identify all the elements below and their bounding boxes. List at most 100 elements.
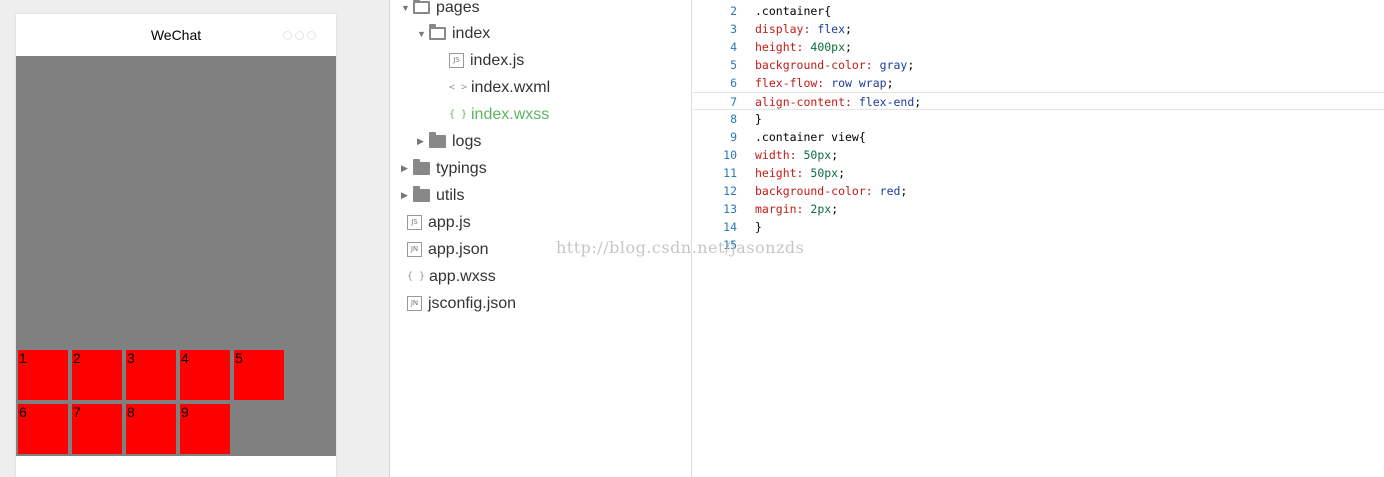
code-text: .container{	[755, 2, 831, 20]
folder-open-icon	[413, 0, 430, 14]
tree-folder-index[interactable]: ▼ index	[417, 20, 490, 47]
code-line[interactable]: 14}	[693, 218, 1384, 236]
code-text: display: flex;	[755, 22, 852, 36]
line-number: 15	[723, 238, 737, 252]
css-value: flex-end	[858, 95, 915, 109]
css-value: 50px	[803, 148, 832, 162]
line-number: 2	[730, 4, 737, 18]
line-number: 3	[730, 22, 737, 36]
folder-icon	[413, 159, 430, 175]
tree-file-index-wxml[interactable]: < >index.wxml	[449, 74, 550, 101]
tree-item-label: app.wxss	[429, 267, 496, 285]
flex-item-box: 5	[234, 350, 284, 400]
code-text: background-color: red;	[755, 184, 908, 198]
tree-item-label: app.json	[428, 240, 489, 258]
line-number: 4	[730, 40, 737, 54]
css-value: flex	[817, 22, 846, 36]
caret-right-icon[interactable]: ▶	[401, 190, 408, 200]
code-line[interactable]: 8}	[693, 110, 1384, 128]
tree-file-app-js[interactable]: JS app.js	[407, 209, 471, 236]
css-property: width:	[755, 148, 797, 162]
flex-item-box: 1	[18, 350, 68, 400]
code-text: }	[755, 110, 762, 128]
code-file-icon: < >	[449, 82, 468, 93]
code-line[interactable]: 15	[693, 236, 1384, 254]
css-property: background-color:	[755, 58, 873, 72]
code-text: height: 50px;	[755, 166, 846, 180]
tree-item-label: index	[452, 24, 491, 42]
tree-folder-typings[interactable]: ▶ typings	[401, 155, 487, 182]
css-value: red	[879, 184, 901, 198]
capsule-menu-button[interactable]	[283, 31, 316, 40]
css-property: height:	[755, 40, 804, 54]
code-line[interactable]: 13 margin: 2px;	[693, 200, 1384, 218]
folder-open-icon	[429, 24, 446, 40]
tree-item-label: app.js	[428, 213, 471, 231]
style-file-icon: { }	[407, 271, 426, 282]
css-property: flex-flow:	[755, 76, 825, 90]
caret-right-icon[interactable]: ▶	[401, 163, 408, 173]
tree-item-label: pages	[436, 0, 480, 16]
code-line[interactable]: 2 .container{	[693, 2, 1384, 20]
tree-folder-utils[interactable]: ▶ utils	[401, 182, 464, 209]
line-number: 5	[730, 58, 737, 72]
tree-file-index-wxss[interactable]: { }index.wxss	[449, 101, 549, 128]
line-number: 8	[730, 112, 737, 126]
tree-folder-pages[interactable]: ▼ pages	[401, 0, 480, 21]
tree-item-label: utils	[436, 186, 465, 204]
flex-item-box: 3	[126, 350, 176, 400]
css-value: gray	[879, 58, 908, 72]
code-line[interactable]: 3 display: flex;	[693, 20, 1384, 38]
watermark: http://blog.csdn.net/jasonzds	[556, 238, 805, 257]
flex-item-box: 9	[180, 404, 230, 454]
tree-item-label: index.js	[470, 51, 525, 69]
code-editor[interactable]: 2 .container{ 3 display: flex; 4 height: 400p…	[693, 0, 1384, 477]
css-property: align-content:	[755, 95, 852, 109]
tree-item-label: typings	[436, 159, 487, 177]
css-property: display:	[755, 22, 811, 36]
flex-item-box: 7	[72, 404, 122, 454]
caret-down-icon[interactable]: ▼	[401, 2, 410, 13]
css-value: row wrap	[831, 76, 887, 90]
code-token: }	[755, 112, 762, 126]
caret-right-icon[interactable]: ▶	[417, 136, 424, 146]
code-token: .container view{	[755, 130, 866, 144]
line-number: 9	[730, 130, 737, 144]
css-property: height:	[755, 166, 804, 180]
js-file-icon: JS	[449, 53, 464, 68]
line-number: 13	[723, 202, 737, 216]
code-text: margin: 2px;	[755, 202, 839, 216]
tree-item-label: index.wxss	[471, 105, 550, 123]
code-token: .container{	[755, 4, 832, 18]
js-file-icon: JS	[407, 215, 422, 230]
code-line[interactable]: 4 height: 400px;	[693, 38, 1384, 56]
line-number: 10	[723, 148, 737, 162]
line-number: 7	[730, 95, 737, 109]
tree-file-app-wxss[interactable]: { }app.wxss	[407, 263, 496, 290]
tree-folder-logs[interactable]: ▶logs	[417, 128, 481, 155]
css-value: 50px	[810, 166, 839, 180]
line-number: 14	[723, 220, 737, 234]
code-line[interactable]: 9 .container view{	[693, 128, 1384, 146]
line-number: 6	[730, 76, 737, 90]
tree-file-index-js[interactable]: JS index.js	[449, 47, 524, 74]
caret-down-icon[interactable]: ▼	[417, 28, 426, 39]
folder-icon	[429, 132, 446, 148]
tree-item-label: jsconfig.json	[428, 294, 517, 312]
code-text: .container view{	[755, 128, 866, 146]
code-text: height: 400px;	[755, 40, 852, 54]
tree-item-label: index.wxml	[471, 78, 551, 96]
code-token: }	[755, 220, 762, 234]
folder-icon	[413, 186, 430, 202]
